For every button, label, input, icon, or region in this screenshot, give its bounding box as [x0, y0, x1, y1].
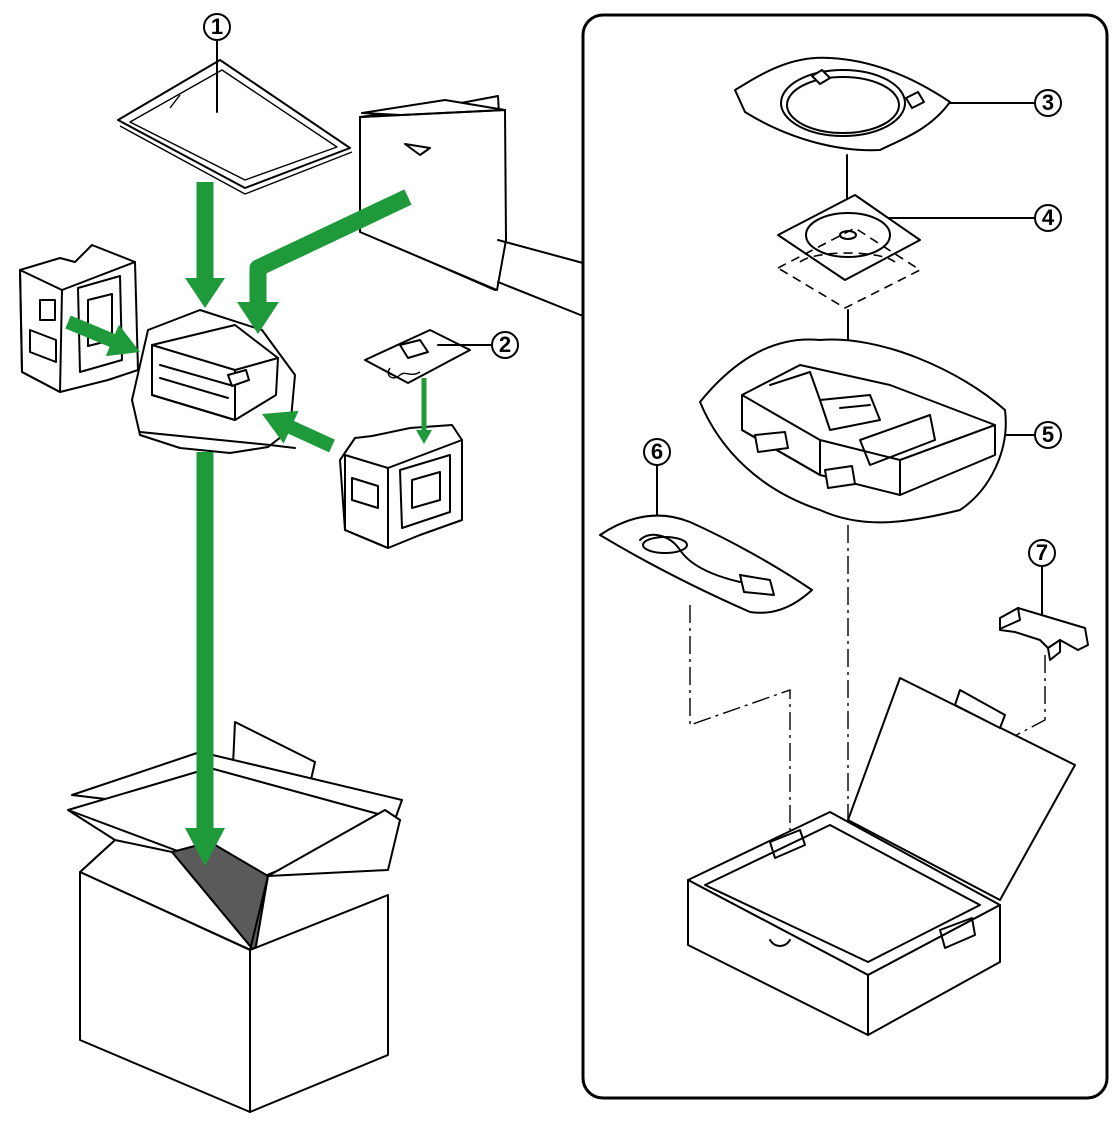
callout-number: 4 — [1042, 205, 1055, 230]
foam-cushion-icon — [19, 244, 139, 393]
callout-number: 7 — [1036, 540, 1048, 565]
callout-4: 4 — [1034, 204, 1062, 232]
document-folder-icon — [117, 59, 353, 195]
arrow-adapter-to-foam — [416, 378, 432, 444]
arrow-foam-right — [262, 410, 335, 453]
callout-3: 3 — [1034, 89, 1062, 117]
callout-number: 5 — [1042, 422, 1054, 447]
callout-number: 6 — [651, 439, 663, 464]
accessory-box-icon — [359, 95, 507, 291]
callout-5: 5 — [1034, 421, 1062, 449]
callout-leaders — [216, 39, 1043, 631]
callout-numbers: 1 2 3 4 5 6 7 — [203, 13, 1062, 567]
ac-adapter-icon — [364, 329, 471, 384]
shipping-carton-icon — [67, 721, 403, 1113]
arrow-manual-to-scanner — [185, 182, 225, 308]
leader-line-top — [497, 239, 584, 264]
foam-cushion-icon-right — [339, 424, 463, 549]
usb-cable-icon — [734, 56, 951, 152]
callout-2: 2 — [491, 331, 519, 359]
callout-1: 1 — [203, 13, 231, 41]
cord-to-box-line — [689, 605, 791, 915]
arrow-scanner-to-carton — [185, 452, 225, 866]
callout-7: 7 — [1028, 539, 1056, 567]
scanner-in-bag-icon — [131, 309, 296, 454]
callout-6: 6 — [643, 438, 671, 466]
callout-number: 3 — [1042, 90, 1054, 115]
clip-part-icon — [999, 607, 1089, 661]
power-cord-icon — [599, 514, 813, 614]
arrow-box-to-scanner — [237, 189, 412, 334]
paper-chute-icon — [699, 338, 1007, 524]
arrow-foam-left — [65, 315, 140, 357]
callout-number: 2 — [499, 332, 511, 357]
leader-line-bottom — [497, 281, 584, 317]
inner-box-icon — [687, 677, 1076, 1036]
green-arrows — [65, 182, 432, 866]
cd-rom-icon — [776, 194, 922, 309]
callout-number: 1 — [211, 14, 223, 39]
